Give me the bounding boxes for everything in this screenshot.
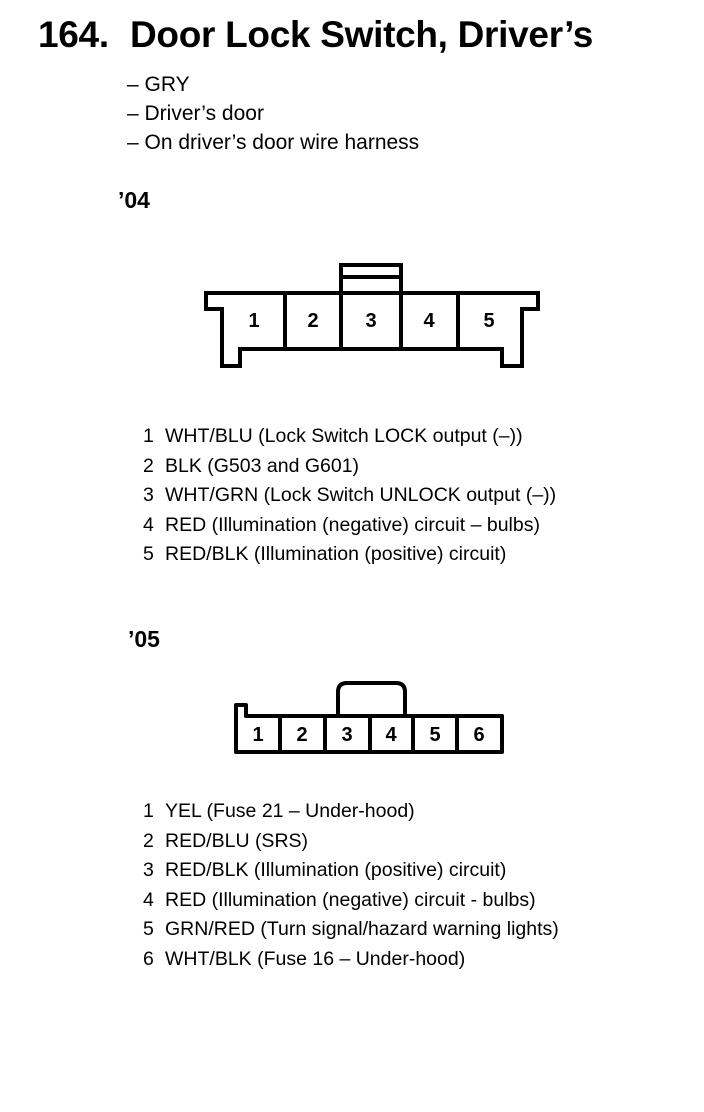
pin-list-05: 1 YEL (Fuse 21 – Under-hood) 2 RED/BLU (SR…: [143, 797, 559, 975]
year-label-05: ’05: [128, 626, 160, 652]
component-details: – GRY – Driver’s door – On driver’s door…: [127, 70, 419, 157]
component-name: Door Lock Switch, Driver’s: [130, 14, 594, 55]
terminal-label-05-3: 3: [341, 724, 352, 746]
connector-diagram-04: 1 2 3 4 5: [204, 263, 540, 368]
pin-number: 4: [143, 513, 154, 536]
pin-number: 5: [143, 918, 154, 941]
terminal-label-04-4: 4: [423, 310, 435, 332]
detail-harness: – On driver’s door wire harness: [127, 131, 420, 154]
connector-housing-04: [204, 291, 540, 368]
pin-row: 1 WHT/BLU (Lock Switch LOCK output (–)): [143, 422, 556, 452]
connector-housing-05: [234, 703, 504, 754]
pin-number: 4: [143, 888, 154, 911]
terminal-label-04-5: 5: [483, 310, 494, 332]
pin-number: 2: [143, 454, 154, 477]
pin-row: 2 BLK (G503 and G601): [143, 452, 556, 482]
terminal-label-05-1: 1: [252, 724, 263, 746]
pin-description: BLK (G503 and G601): [165, 454, 360, 477]
pin-description: GRN/RED (Turn signal/hazard warning ligh…: [165, 918, 559, 941]
pin-description: WHT/BLU (Lock Switch LOCK output (–)): [165, 425, 523, 447]
terminal-label-05-5: 5: [429, 724, 440, 746]
pin-description: RED (Illumination (negative) circuit – b…: [165, 513, 540, 536]
detail-color: – GRY: [127, 73, 190, 96]
pin-description: RED/BLU (SRS): [165, 829, 309, 852]
pin-description: WHT/BLK (Fuse 16 – Under-hood): [165, 947, 466, 970]
pin-number: 3: [143, 859, 154, 882]
detail-location: – Driver’s door: [127, 102, 264, 125]
terminal-label-05-6: 6: [473, 724, 484, 746]
page-title: 164. Door Lock Switch, Driver’s: [38, 14, 593, 56]
pin-row: 3 RED/BLK (Illumination (positive) circui…: [143, 856, 559, 886]
pin-description: RED/BLK (Illumination (positive) circuit…: [165, 859, 507, 882]
pin-description: RED (Illumination (negative) circuit - b…: [165, 888, 536, 911]
pin-number: 6: [143, 947, 154, 970]
terminal-label-04-1: 1: [248, 310, 259, 332]
pin-row: 4 RED (Illumination (negative) circuit - …: [143, 886, 559, 916]
pin-row: 6 WHT/BLK (Fuse 16 – Under-hood): [143, 945, 559, 975]
pin-row: 3 WHT/GRN (Lock Switch UNLOCK output (–)): [143, 481, 556, 511]
year-label-04: ’04: [118, 187, 150, 213]
pin-number: 1: [143, 800, 154, 822]
terminal-label-05-2: 2: [296, 724, 307, 746]
pin-description: YEL (Fuse 21 – Under-hood): [165, 800, 415, 822]
terminal-label-05-4: 4: [385, 724, 397, 746]
connector-diagram-05: 1 2 3 4 5 6: [234, 681, 504, 754]
pin-row: 4 RED (Illumination (negative) circuit – …: [143, 511, 556, 541]
pin-row: 2 RED/BLU (SRS): [143, 827, 559, 857]
pin-row: 5 RED/BLK (Illumination (positive) circui…: [143, 540, 556, 570]
pin-description: WHT/GRN (Lock Switch UNLOCK output (–)): [165, 484, 557, 507]
section-number: 164.: [38, 14, 109, 55]
pin-list-04: 1 WHT/BLU (Lock Switch LOCK output (–)) 2…: [143, 422, 556, 570]
pin-row: 5 GRN/RED (Turn signal/hazard warning lig…: [143, 915, 559, 945]
pin-number: 3: [143, 484, 154, 507]
pin-number: 5: [143, 543, 154, 566]
pin-row: 1 YEL (Fuse 21 – Under-hood): [143, 797, 559, 827]
terminal-label-04-3: 3: [365, 310, 376, 332]
pin-description: RED/BLK (Illumination (positive) circuit…: [165, 543, 507, 566]
connector-lock-tab-05: [336, 681, 407, 716]
pin-number: 1: [143, 425, 154, 447]
terminal-label-04-2: 2: [307, 310, 318, 332]
pin-number: 2: [143, 829, 154, 852]
